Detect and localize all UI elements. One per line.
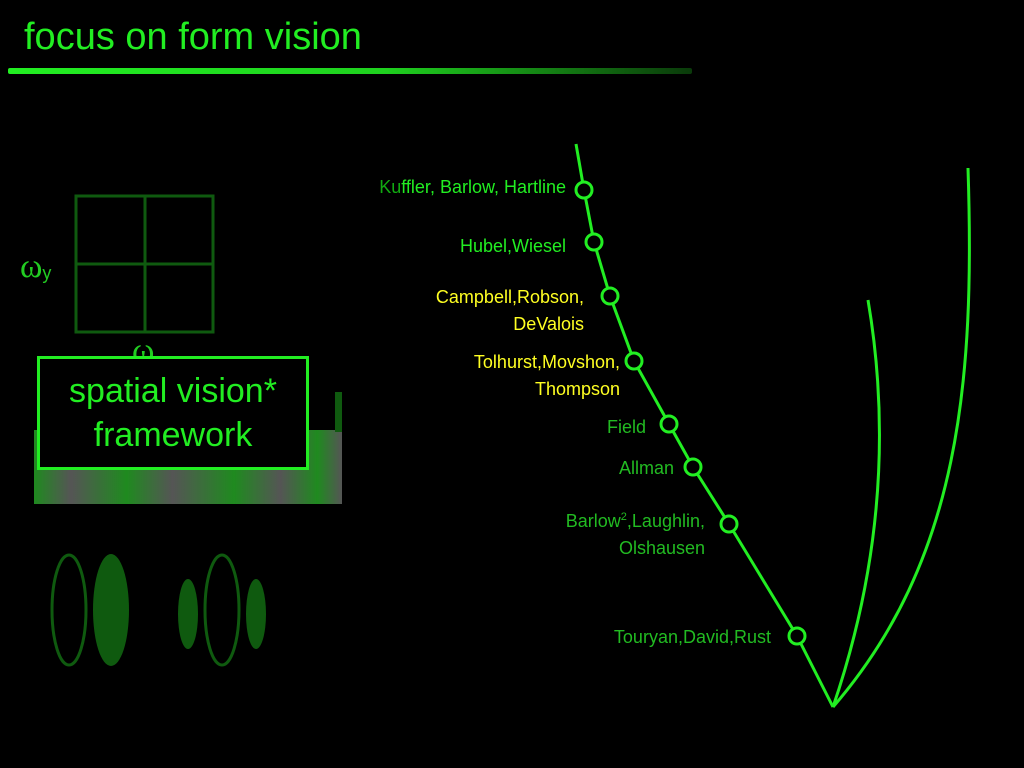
slide-title: focus on form vision [24, 16, 362, 58]
timeline-main-curve [574, 143, 835, 708]
framework-line1: spatial vision* [69, 371, 277, 410]
frequency-grid [74, 194, 215, 334]
marker-tolhurst [624, 351, 644, 371]
marker-field [659, 414, 679, 434]
label-touryan: Touryan,David,Rust [613, 627, 771, 647]
marker-barlow [719, 514, 739, 534]
timeline-curves [574, 143, 971, 708]
timeline-right-curve-outer [831, 167, 971, 708]
framework-box: spatial vision* framework [37, 356, 309, 470]
ellipse-filled-left [93, 554, 129, 666]
marker-touryan [787, 626, 807, 646]
marker-kuffler [574, 180, 594, 200]
title-underline [8, 68, 692, 74]
marker-campbell [600, 286, 620, 306]
marker-hubel [584, 232, 604, 252]
label-kuffler: Kuffler, Barlow, Hartline [379, 174, 566, 201]
label-tolhurst: Tolhurst,Movshon, Thompson [473, 352, 620, 399]
timeline-right-curve-inner [831, 299, 881, 708]
label-kuffler-part1: Ku [379, 177, 402, 197]
grating-edge [335, 392, 342, 432]
ellipse-filled-small-left [178, 579, 198, 649]
label-field: Field [606, 417, 646, 437]
ellipse-outline-right [203, 553, 241, 667]
label-allman: Allman [618, 458, 674, 478]
label-kuffler-part2: ffler, Barlow, Hartline [401, 177, 566, 197]
label-campbell: Campbell,Robson, DeValois [435, 287, 584, 334]
label-barlow: Barlow2,Laughlin, Olshausen [565, 511, 705, 558]
receptive-field-ellipses [50, 553, 266, 667]
framework-line2: framework [93, 416, 253, 454]
timeline-markers [574, 180, 807, 646]
ellipse-outline-left [50, 553, 88, 667]
ellipse-filled-small-right [246, 579, 266, 649]
marker-allman [683, 457, 703, 477]
label-hubel: Hubel,Wiesel [459, 236, 566, 256]
omega-y-label: ωy [20, 248, 52, 285]
